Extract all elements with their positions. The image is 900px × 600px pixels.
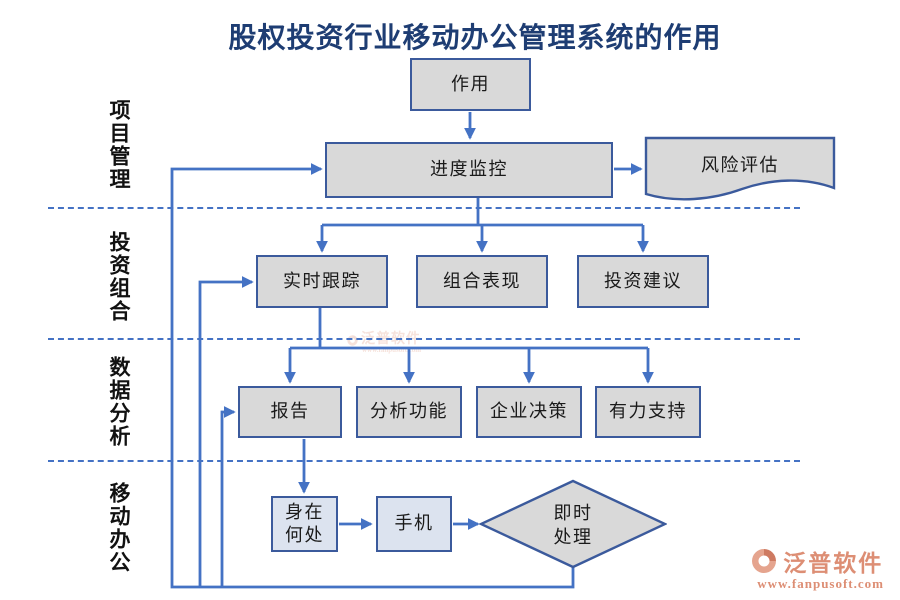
node-realtime-tracking: 实时跟踪 [256,255,388,308]
node-enterprise-decision: 企业决策 [476,386,582,438]
section-divider [48,460,800,462]
section-label-project-management: 项目管理 [107,99,131,191]
section-divider [48,338,800,340]
node-report: 报告 [238,386,342,438]
node-analysis-function: 分析功能 [356,386,462,438]
document-shape [644,136,836,201]
diagram-title: 股权投资行业移动办公管理系统的作用 [228,23,722,54]
diamond-shape [478,479,668,569]
node-portfolio-performance: 组合表现 [416,255,548,308]
brand-watermark: 泛普软件 www.fanpusoft.com [749,544,884,592]
brand-url: www.fanpusoft.com [757,576,884,591]
connector-feedback-to-progress [170,163,575,589]
connector-feedback-to-tracking [198,276,254,587]
connector-feedback-to-report [220,406,236,587]
brand-logo-icon [752,549,777,573]
section-label-data-analysis: 数据分析 [107,356,131,448]
node-strong-support: 有力支持 [595,386,701,438]
node-investment-advice: 投资建议 [577,255,709,308]
section-label-mobile-office: 移动办公 [107,482,131,574]
section-divider [48,207,800,209]
node-role: 作用 [410,58,531,111]
node-instant-processing: 即时处理 [478,479,668,569]
connector-group [170,112,654,589]
brand-name: 泛普软件 [783,551,884,576]
node-location: 身在何处 [271,496,338,552]
section-label-investment-portfolio: 投资组合 [107,231,131,323]
node-risk-assessment: 风险评估 [644,136,836,208]
node-progress-monitoring: 进度监控 [325,142,613,198]
faint-brand-url: www.fanpusoft.com [362,346,422,354]
node-risk-assessment-label: 风险评估 [701,155,779,175]
node-instant-processing-label: 即时处理 [553,503,593,548]
node-mobile-phone: 手机 [376,496,452,552]
